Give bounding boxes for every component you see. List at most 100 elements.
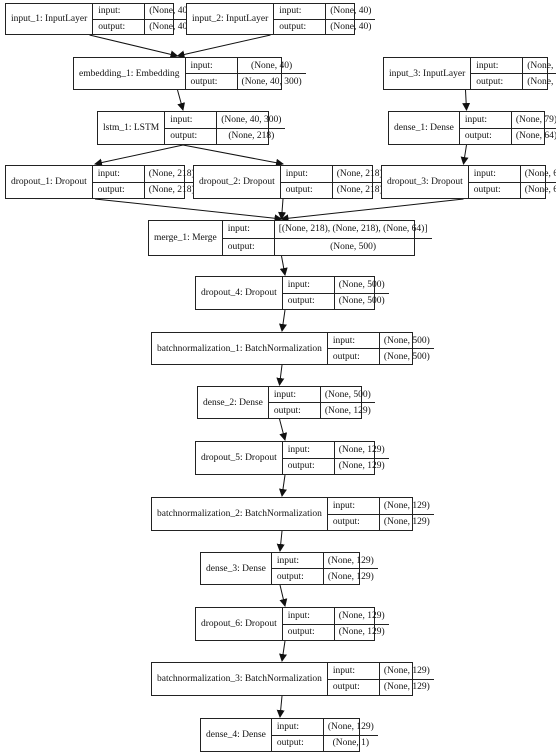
input-shape-label: input: xyxy=(471,58,524,73)
output-shape-value: (None, 218) xyxy=(228,131,275,142)
edge-dense-3-to-dropout-6 xyxy=(279,584,288,607)
layer-name: dense_4: Dense xyxy=(201,719,272,751)
input-shape-value: (None, 218) xyxy=(148,168,195,179)
input-shape-value: (None, 79) xyxy=(527,60,556,71)
edge-bn-3-to-dense-4 xyxy=(276,695,285,718)
output-shape-label: output: xyxy=(471,74,524,89)
output-shape-label: output: xyxy=(93,19,146,34)
layer-name: merge_1: Merge xyxy=(149,221,223,255)
input-shape-value: (None, 500) xyxy=(324,389,371,400)
input-shape-label: input: xyxy=(328,498,380,514)
edge-dropout-5-to-bn-2 xyxy=(279,474,287,497)
output-shape-label: output: xyxy=(469,182,521,198)
output-shape-label: output: xyxy=(460,128,512,144)
input-shape-label: input: xyxy=(93,4,146,19)
output-shape-value: (None, 129) xyxy=(383,682,430,693)
output-shape-value: (None, 40, 300) xyxy=(241,76,302,87)
output-shape-label: output: xyxy=(93,182,145,198)
edge-lstm-1-to-dropout-1 xyxy=(94,144,184,167)
output-shape-label: output: xyxy=(272,569,324,584)
edge-dropout-4-to-bn-1 xyxy=(279,309,287,332)
input-shape-value: (None, 218) xyxy=(336,168,383,179)
layer-name: dropout_1: Dropout xyxy=(6,166,93,198)
input-shape-label: input: xyxy=(165,112,218,128)
output-shape-label: output: xyxy=(223,238,275,255)
layer-name: dropout_5: Dropout xyxy=(196,442,283,474)
output-shape-value: (None, 500) xyxy=(338,296,385,307)
output-shape-label: output: xyxy=(328,679,380,695)
output-shape-value: (None, 500) xyxy=(383,351,430,362)
output-shape-label: output: xyxy=(165,128,218,144)
output-shape-value: (None, 64) xyxy=(524,185,556,196)
input-shape-label: input: xyxy=(283,608,335,624)
output-shape-value: (None, 40) xyxy=(330,21,372,32)
input-shape-value: (None, 129) xyxy=(327,721,374,732)
layer-name: batchnormalization_1: BatchNormalization xyxy=(152,333,328,364)
edge-input-1-to-embedding-1 xyxy=(89,34,179,59)
input-shape-value: [(None, 218), (None, 218), (None, 64)] xyxy=(278,224,428,235)
edge-input-2-to-embedding-1 xyxy=(176,34,271,59)
input-shape-label: input: xyxy=(186,58,238,73)
output-shape-label: output: xyxy=(274,19,327,34)
layer-name: dense_1: Dense xyxy=(389,112,460,144)
output-shape-value: (None, 79) xyxy=(527,76,556,87)
edge-dropout-2-to-merge-1 xyxy=(278,198,287,220)
output-shape-value: (None, 64) xyxy=(515,131,556,142)
input-shape-value: (None, 40) xyxy=(330,6,372,17)
layer-name: dropout_3: Dropout xyxy=(382,166,469,198)
edge-lstm-1-to-dropout-2 xyxy=(182,144,284,167)
output-shape-value: (None, 129) xyxy=(383,517,430,528)
input-shape-label: input: xyxy=(272,719,324,735)
output-shape-label: output: xyxy=(281,182,333,198)
input-shape-value: (None, 40, 300) xyxy=(221,114,282,125)
input-shape-label: input: xyxy=(460,112,512,128)
output-shape-label: output: xyxy=(283,458,335,474)
layer-node-bn-2: batchnormalization_2: BatchNormalization… xyxy=(151,497,434,531)
input-shape-label: input: xyxy=(223,221,275,238)
layer-name: input_2: InputLayer xyxy=(187,4,275,34)
input-shape-value: (None, 40) xyxy=(251,60,293,71)
layer-name: batchnormalization_2: BatchNormalization xyxy=(152,498,328,530)
edge-bn-1-to-dense-2 xyxy=(276,364,285,386)
output-shape-value: (None, 129) xyxy=(338,627,385,638)
output-shape-label: output: xyxy=(283,293,335,309)
layer-name: input_3: InputLayer xyxy=(384,58,472,89)
output-shape-value: (None, 1) xyxy=(332,738,370,749)
input-shape-value: (None, 129) xyxy=(338,444,385,455)
layer-name: embedding_1: Embedding xyxy=(74,58,186,89)
input-shape-label: input: xyxy=(283,442,335,458)
output-shape-value: (None, 129) xyxy=(327,571,374,582)
layer-name: dropout_6: Dropout xyxy=(196,608,283,640)
edge-embedding-1-to-lstm-1 xyxy=(177,89,186,111)
layer-name: lstm_1: LSTM xyxy=(98,112,166,144)
output-shape-label: output: xyxy=(269,403,321,418)
edge-bn-2-to-dense-3 xyxy=(276,530,285,552)
input-shape-value: (None, 129) xyxy=(338,610,385,621)
input-shape-value: (None, 40) xyxy=(149,6,191,17)
edge-input-3-to-dense-1 xyxy=(462,89,471,111)
input-shape-label: input: xyxy=(274,4,327,19)
output-shape-label: output: xyxy=(328,349,380,364)
input-shape-label: input: xyxy=(328,663,380,679)
output-shape-label: output: xyxy=(328,514,380,530)
output-shape-label: output: xyxy=(186,74,238,89)
input-shape-label: input: xyxy=(328,333,380,348)
output-shape-value: (None, 129) xyxy=(338,461,385,472)
layer-name: dense_2: Dense xyxy=(198,387,269,418)
